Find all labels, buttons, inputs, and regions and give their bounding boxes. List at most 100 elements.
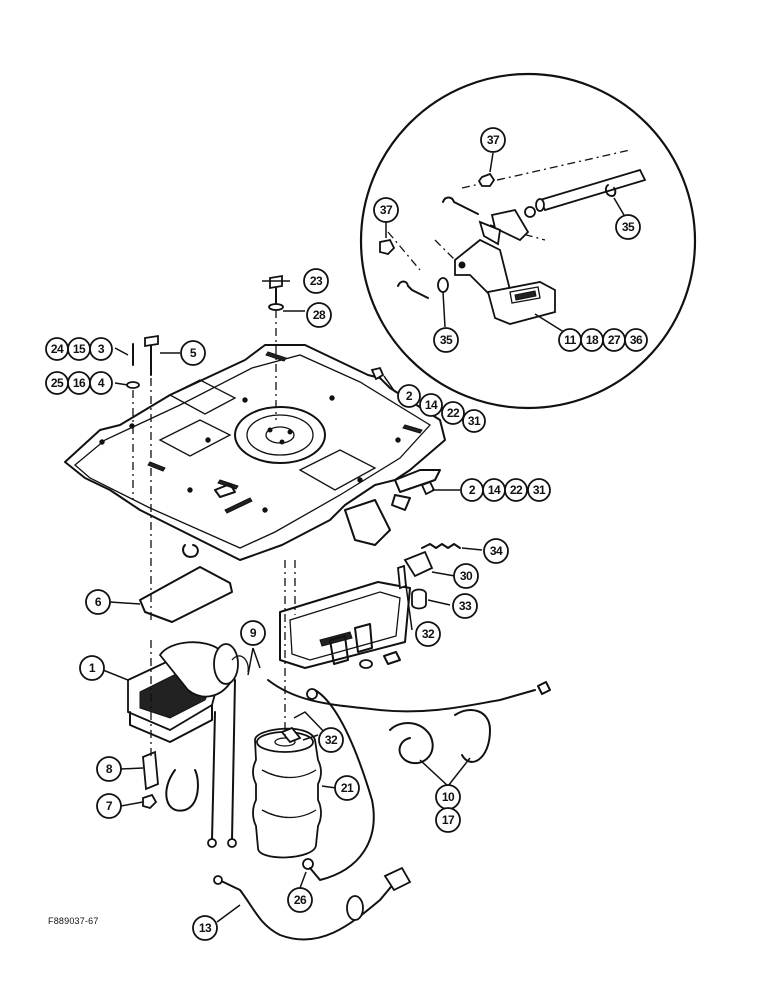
harness-loop bbox=[389, 722, 434, 765]
callout-8: 8 bbox=[96, 756, 122, 782]
air-spring bbox=[252, 727, 322, 870]
callout-4: 4 bbox=[89, 371, 113, 395]
leader-lines bbox=[102, 280, 483, 923]
svg-text:1: 1 bbox=[89, 661, 96, 675]
svg-text:2: 2 bbox=[406, 389, 413, 403]
svg-text:27: 27 bbox=[608, 333, 621, 347]
svg-text:35: 35 bbox=[440, 333, 453, 347]
insulator-pad bbox=[139, 566, 233, 623]
svg-text:9: 9 bbox=[250, 626, 257, 640]
callout-33: 33 bbox=[452, 593, 478, 619]
svg-text:31: 31 bbox=[533, 483, 546, 497]
callout-25: 25 bbox=[45, 371, 69, 395]
callout-22-right: 22 bbox=[504, 478, 528, 502]
callout-37-left: 37 bbox=[373, 197, 399, 223]
bolt-5 bbox=[144, 334, 159, 376]
latch-spring-lower bbox=[397, 280, 429, 299]
bushing-33 bbox=[411, 588, 427, 610]
svg-text:2: 2 bbox=[469, 483, 476, 497]
svg-text:22: 22 bbox=[447, 406, 460, 420]
svg-text:23: 23 bbox=[310, 274, 323, 288]
slide-rail-assembly bbox=[279, 560, 411, 669]
pivot-30 bbox=[403, 550, 434, 578]
callout-36: 36 bbox=[624, 328, 648, 352]
svg-text:22: 22 bbox=[510, 483, 523, 497]
callout-35-right: 35 bbox=[615, 214, 641, 240]
latch-bracket bbox=[478, 208, 530, 246]
air-compressor bbox=[127, 641, 249, 743]
svg-text:37: 37 bbox=[380, 203, 393, 217]
strap bbox=[165, 769, 199, 812]
callout-28: 28 bbox=[306, 302, 332, 328]
svg-text:35: 35 bbox=[622, 220, 635, 234]
svg-text:7: 7 bbox=[106, 799, 113, 813]
svg-text:10: 10 bbox=[442, 790, 455, 804]
nut-2-top bbox=[370, 366, 385, 381]
seat-mounting-plate bbox=[64, 344, 446, 561]
svg-text:32: 32 bbox=[422, 627, 435, 641]
callout-26: 26 bbox=[287, 887, 313, 913]
screw-3 bbox=[126, 343, 140, 389]
svg-text:26: 26 bbox=[294, 893, 307, 907]
svg-text:30: 30 bbox=[460, 569, 473, 583]
svg-text:14: 14 bbox=[425, 398, 438, 412]
nut bbox=[142, 793, 158, 810]
bolt-23 bbox=[268, 274, 284, 311]
svg-text:21: 21 bbox=[341, 781, 354, 795]
svg-text:32: 32 bbox=[325, 733, 338, 747]
harness-loop-right bbox=[454, 709, 491, 763]
release-handle bbox=[486, 281, 556, 325]
callout-3: 3 bbox=[89, 337, 113, 361]
callout-10: 10 bbox=[435, 784, 461, 810]
svg-text:37: 37 bbox=[487, 133, 500, 147]
callout-14-top: 14 bbox=[419, 393, 443, 417]
callout-2-top: 2 bbox=[397, 384, 421, 408]
latch-shaft bbox=[524, 168, 647, 218]
callout-1: 1 bbox=[79, 655, 105, 681]
svg-text:15: 15 bbox=[73, 342, 86, 356]
callout-11: 11 bbox=[558, 328, 582, 352]
callout-37-top: 37 bbox=[480, 127, 506, 153]
detail-view-latch-assembly bbox=[359, 72, 697, 410]
svg-text:25: 25 bbox=[51, 376, 64, 390]
washer bbox=[437, 277, 449, 293]
callout-24: 24 bbox=[45, 337, 69, 361]
callout-14-right: 14 bbox=[482, 478, 506, 502]
vent-lines bbox=[211, 711, 216, 841]
callout-17: 17 bbox=[435, 807, 461, 833]
callout-31-top: 31 bbox=[462, 409, 486, 433]
callout-22-top: 22 bbox=[441, 401, 465, 425]
nut-2-right bbox=[420, 480, 436, 496]
callout-34: 34 bbox=[483, 538, 509, 564]
callout-30: 30 bbox=[453, 563, 479, 589]
svg-text:11: 11 bbox=[564, 333, 577, 347]
clip-right bbox=[604, 184, 617, 197]
svg-text:5: 5 bbox=[190, 346, 197, 360]
svg-text:33: 33 bbox=[459, 599, 472, 613]
svg-text:16: 16 bbox=[73, 376, 86, 390]
callout-32-right: 32 bbox=[415, 621, 441, 647]
latch-spring-upper bbox=[442, 196, 479, 215]
callout-35-bottom: 35 bbox=[433, 327, 459, 353]
callout-18: 18 bbox=[580, 328, 604, 352]
svg-text:24: 24 bbox=[51, 342, 64, 356]
svg-text:18: 18 bbox=[586, 333, 599, 347]
svg-text:3: 3 bbox=[98, 342, 105, 356]
callout-13: 13 bbox=[192, 915, 218, 941]
svg-text:4: 4 bbox=[98, 376, 105, 390]
figure-code: F889037-67 bbox=[48, 916, 99, 926]
hose-to-spring bbox=[309, 689, 375, 881]
svg-text:34: 34 bbox=[490, 544, 503, 558]
air-hose bbox=[267, 679, 536, 713]
nut-upper bbox=[477, 172, 496, 187]
svg-text:8: 8 bbox=[106, 762, 113, 776]
callout-15: 15 bbox=[67, 337, 91, 361]
svg-text:28: 28 bbox=[313, 308, 326, 322]
svg-text:13: 13 bbox=[199, 921, 212, 935]
callout-27: 27 bbox=[602, 328, 626, 352]
callout-7: 7 bbox=[96, 793, 122, 819]
callout-32-center: 32 bbox=[318, 727, 344, 753]
callout-16: 16 bbox=[67, 371, 91, 395]
callout-5: 5 bbox=[180, 340, 206, 366]
